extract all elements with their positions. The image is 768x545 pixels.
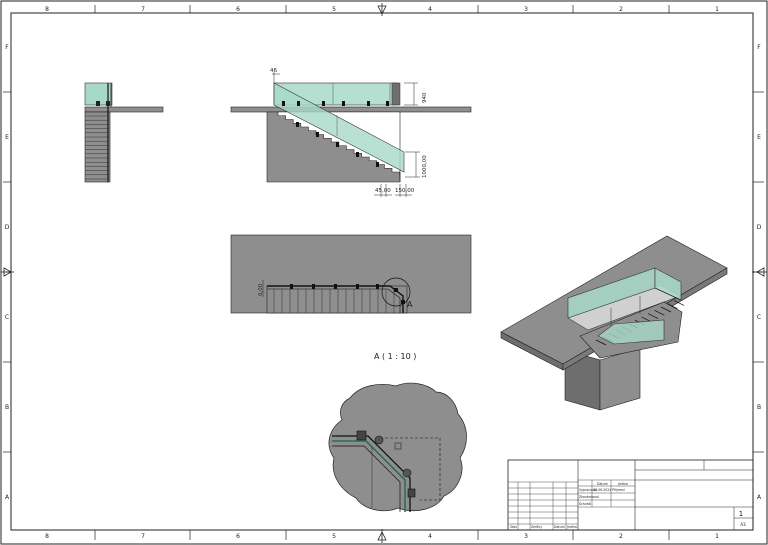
col-label: 2 [619, 6, 623, 13]
front-view: 46 940 1000,00 45,00 150,00 [230, 68, 472, 197]
row-label: C [757, 314, 761, 321]
isometric-view [500, 235, 728, 411]
col-label: 3 [524, 6, 528, 13]
col-label: 2 [619, 533, 623, 540]
row-label: A [5, 494, 10, 501]
detail-marker: A [407, 300, 413, 309]
title-block: Datum Jméno Vypracoval Zkontroloval Schv… [507, 459, 754, 531]
col-label: 4 [428, 6, 432, 13]
row-label: F [5, 44, 9, 51]
side-view-step-lines [85, 115, 108, 180]
row-label: E [757, 134, 761, 141]
row-labels-right: F E D C B A [757, 44, 762, 501]
top-clamps [290, 284, 405, 304]
row-label: B [5, 404, 9, 411]
col-label: 6 [236, 533, 240, 540]
col-label: 8 [45, 533, 49, 540]
col-label: 6 [236, 6, 240, 13]
tb-row-vypracoval: Vypracoval [579, 488, 597, 492]
dim-45: 45,00 [375, 188, 391, 194]
tb-footer-zmeny: Změny [531, 525, 542, 529]
centering-marks [1, 3, 767, 543]
detail-title: A ( 1 : 10 ) [374, 352, 416, 361]
col-label: 3 [524, 533, 528, 540]
front-clamps [282, 101, 389, 167]
tb-footer-datum: Datum [554, 525, 565, 529]
dim-150: 150,00 [395, 188, 415, 194]
tb-name: Příjmení [612, 488, 625, 492]
row-labels-left: F E D C B A [5, 44, 10, 501]
row-label: D [5, 224, 10, 231]
stair-profile [277, 111, 401, 183]
row-label: C [5, 314, 9, 321]
detail-view [328, 382, 467, 512]
tb-header-datum: Datum [597, 482, 608, 486]
column-labels-bottom: 8 7 6 5 4 3 2 1 [45, 533, 719, 540]
glass-panel-sloped [273, 82, 405, 173]
row-label: E [5, 134, 9, 141]
tb-header-jmeno: Jméno [617, 482, 628, 486]
top-view: A 0,00 [230, 234, 472, 314]
tb-date: 30.09.2024 [593, 488, 611, 492]
tb-row-schvalil: Schválil [579, 502, 591, 506]
col-label: 8 [45, 6, 49, 13]
row-label: F [757, 44, 761, 51]
col-label: 4 [428, 533, 432, 540]
col-label: 7 [141, 533, 145, 540]
tb-sheet-number: 1 [739, 510, 743, 518]
dim-46: 46 [270, 68, 277, 74]
row-label: B [757, 404, 761, 411]
tb-footer-stav: Stav [510, 525, 517, 529]
dim-940: 940 [422, 92, 428, 103]
dim-100: 0,00 [258, 283, 264, 296]
top-view-treads [273, 289, 395, 313]
row-label: A [757, 494, 762, 501]
col-label: 5 [332, 6, 336, 13]
col-label: 1 [715, 533, 719, 540]
tb-footer-jmeno: Jméno [566, 525, 577, 529]
dim-1000: 1000,00 [422, 155, 428, 178]
col-label: 7 [141, 6, 145, 13]
col-label: 1 [715, 6, 719, 13]
detail-circle [381, 277, 411, 307]
tb-format: A3 [740, 522, 746, 527]
tb-row-zkontroloval: Zkontroloval [579, 495, 599, 499]
row-label: D [757, 224, 762, 231]
side-view [84, 82, 164, 183]
col-label: 5 [332, 533, 336, 540]
column-labels-top: 8 7 6 5 4 3 2 1 [45, 6, 719, 13]
